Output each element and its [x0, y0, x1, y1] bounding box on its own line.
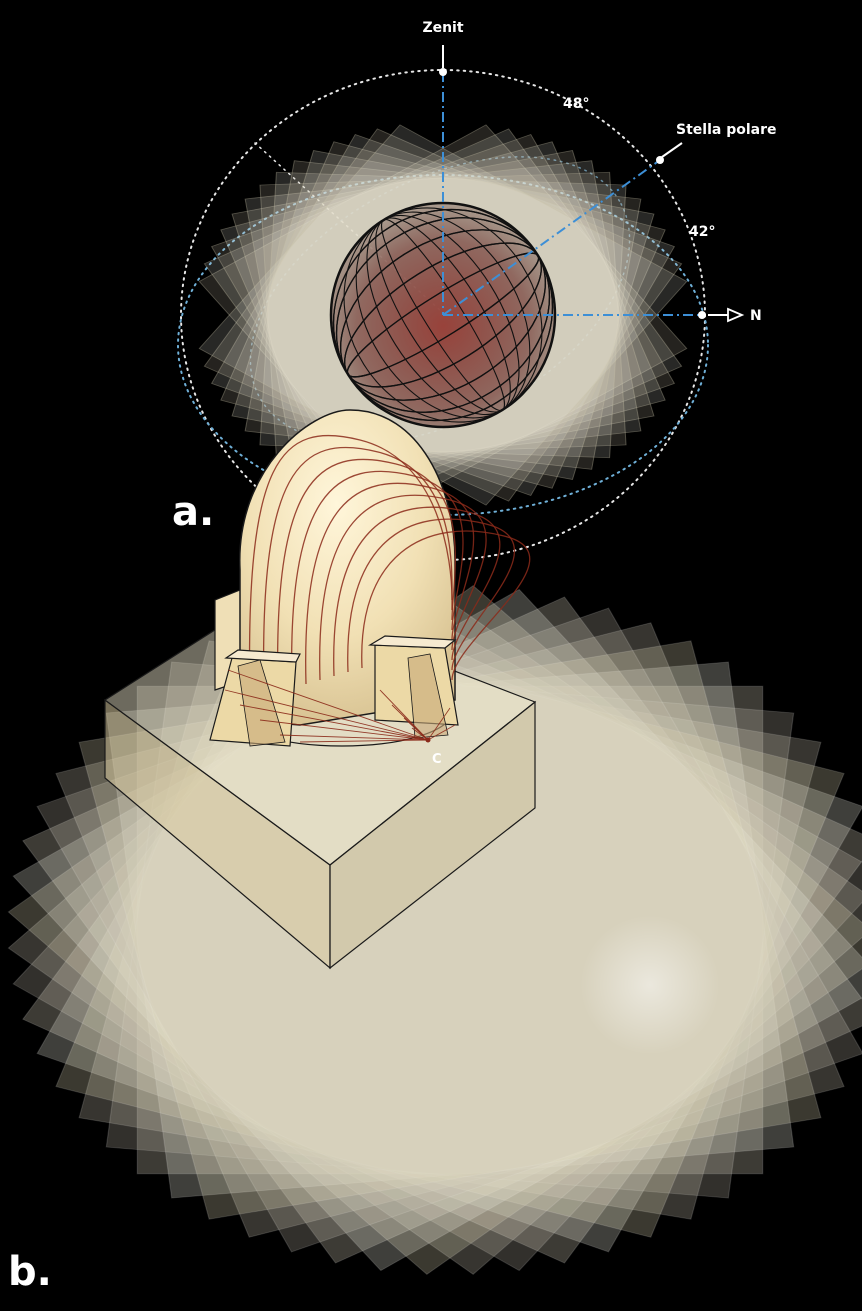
- north-label: N: [750, 308, 762, 324]
- zenith-label: Zenit: [422, 20, 463, 36]
- pole-star-leader: [662, 143, 682, 157]
- panel-b-label: b.: [8, 1249, 52, 1295]
- panel-b-building-diagram: C b.: [8, 410, 862, 1295]
- north-arrow-icon: [708, 309, 742, 321]
- point-c-marker: [426, 738, 431, 743]
- north-point: [698, 311, 706, 319]
- zenith-point: [439, 68, 447, 76]
- point-c-label: C: [432, 752, 442, 767]
- latitude-angle-label: 42°: [689, 224, 715, 240]
- panel-a-label: a.: [172, 489, 214, 535]
- pole-star-label: Stella polare: [676, 122, 776, 138]
- colatitude-angle-label: 48°: [563, 96, 589, 112]
